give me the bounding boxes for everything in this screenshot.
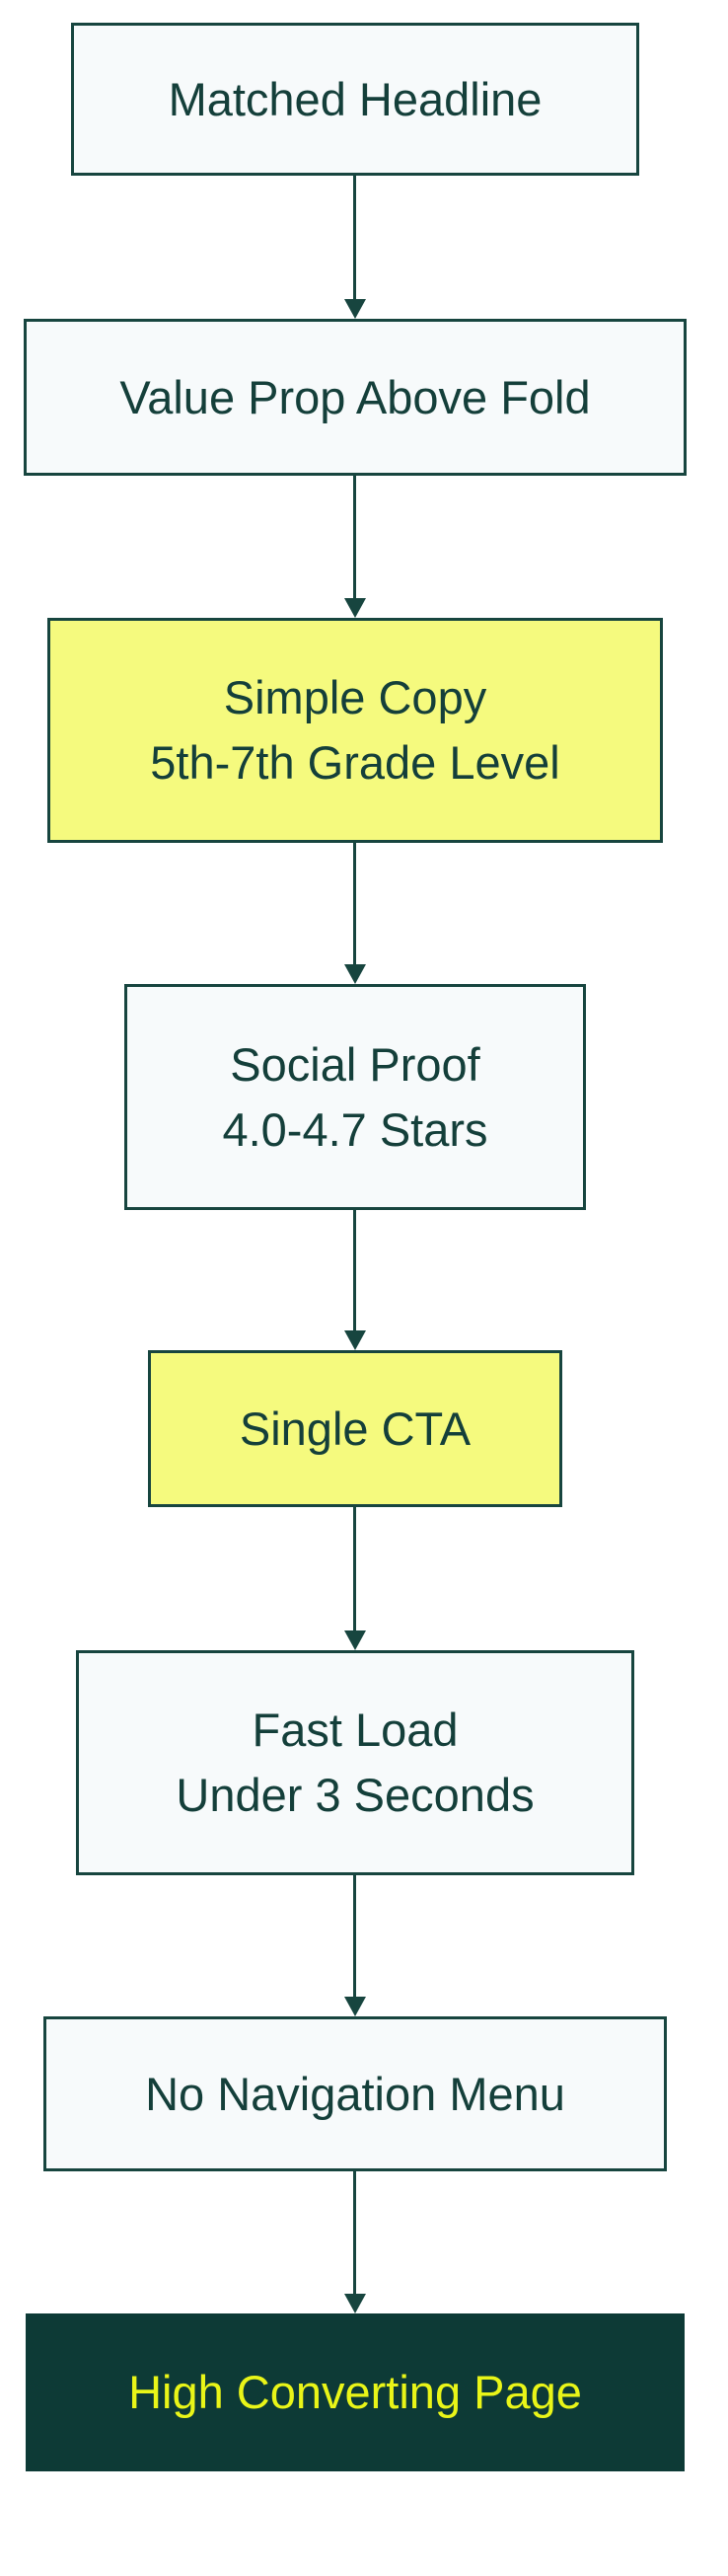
node-high-converting-page: High Converting Page [26, 2313, 685, 2471]
arrow-line [353, 843, 356, 966]
arrow-line [353, 1210, 356, 1332]
arrow-down-icon [344, 1997, 366, 2016]
node-label: High Converting Page [128, 2366, 582, 2418]
node-label: Matched Headline [168, 72, 543, 125]
arrow-line [353, 1875, 356, 1999]
node-fast-load: Fast Load Under 3 Seconds [76, 1650, 634, 1875]
node-value-prop-above-fold: Value Prop Above Fold [24, 319, 687, 476]
node-simple-copy: Simple Copy 5th-7th Grade Level [47, 618, 663, 843]
node-social-proof: Social Proof 4.0-4.7 Stars [124, 984, 586, 1210]
node-label: Under 3 Seconds [176, 1769, 535, 1821]
node-label: Social Proof [230, 1037, 480, 1091]
node-label: Fast Load [252, 1704, 459, 1756]
node-label: 4.0-4.7 Stars [222, 1102, 488, 1156]
node-label: No Navigation Menu [145, 2067, 565, 2120]
arrow-line [353, 476, 356, 600]
arrow-line [353, 176, 356, 301]
node-no-navigation-menu: No Navigation Menu [43, 2016, 667, 2171]
node-label: 5th-7th Grade Level [150, 736, 560, 789]
arrow-line [353, 2171, 356, 2296]
arrow-line [353, 1507, 356, 1632]
arrow-down-icon [344, 1330, 366, 1350]
arrow-down-icon [344, 1630, 366, 1650]
node-matched-headline: Matched Headline [71, 23, 639, 176]
arrow-down-icon [344, 598, 366, 618]
arrow-down-icon [344, 964, 366, 984]
node-label: Single CTA [239, 1402, 472, 1455]
node-single-cta: Single CTA [148, 1350, 562, 1507]
arrow-down-icon [344, 299, 366, 319]
node-label: Simple Copy [223, 671, 487, 723]
node-label: Value Prop Above Fold [119, 370, 591, 423]
arrow-down-icon [344, 2294, 366, 2313]
